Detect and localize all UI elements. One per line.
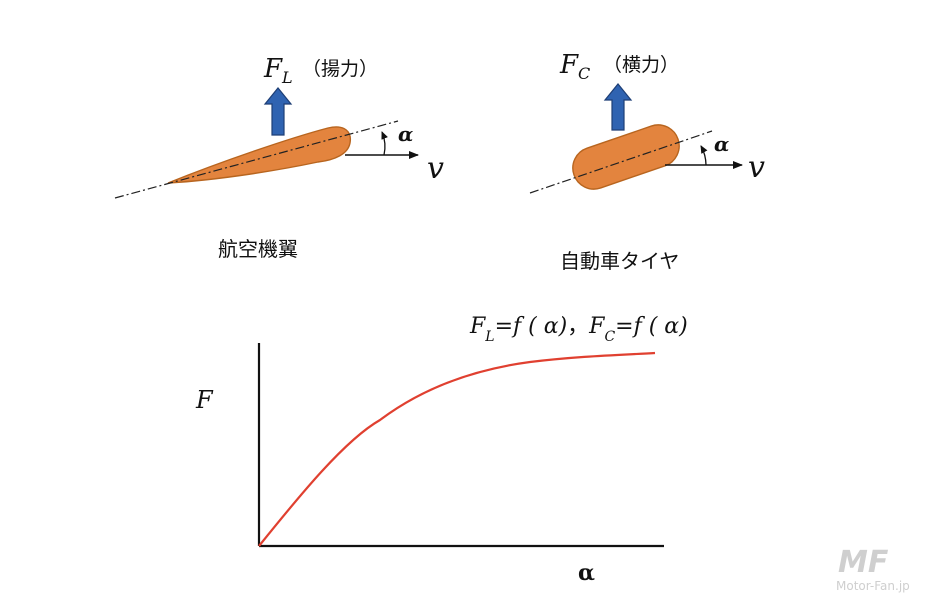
watermark-site: Motor-Fan.jp (836, 579, 910, 593)
force-curve (258, 351, 656, 547)
tire-angle-label: α (714, 132, 729, 156)
lift-force-name: （揚力） (302, 58, 378, 80)
y-axis-label: F (195, 386, 214, 414)
airfoil-angle-arc (381, 131, 388, 156)
lift-force-arrow (263, 87, 293, 136)
watermark-logo: MF (838, 545, 889, 580)
airfoil-panel: FL （揚力） α v 航空機翼 (114, 54, 444, 261)
motor-fan-watermark: MF Motor-Fan.jp (836, 545, 910, 593)
formula-label: FL=f ( α)，FC=f ( α) (469, 314, 688, 345)
airfoil-chord-line (114, 120, 399, 199)
airfoil-velocity-label: v (427, 151, 444, 186)
tire-center-line (529, 130, 713, 194)
airfoil-wing-shape (167, 126, 352, 184)
x-axis-label: α (578, 560, 595, 586)
tire-caption: 自動車タイヤ (560, 249, 679, 273)
lateral-force-name: （横力） (603, 54, 679, 76)
tire-angle-arc (700, 145, 708, 166)
tire-panel: FC （横力） α v 自動車タイヤ (529, 50, 765, 273)
tire-shape (572, 124, 680, 190)
lateral-force-arrow (603, 83, 633, 131)
lateral-force-label: FC (559, 50, 590, 83)
force-vs-angle-graph: FL=f ( α)，FC=f ( α) F α (195, 314, 688, 586)
airfoil-caption: 航空機翼 (218, 237, 298, 261)
airfoil-angle-label: α (398, 122, 413, 146)
tire-velocity-label: v (748, 150, 765, 185)
lift-force-label: FL (263, 54, 293, 87)
